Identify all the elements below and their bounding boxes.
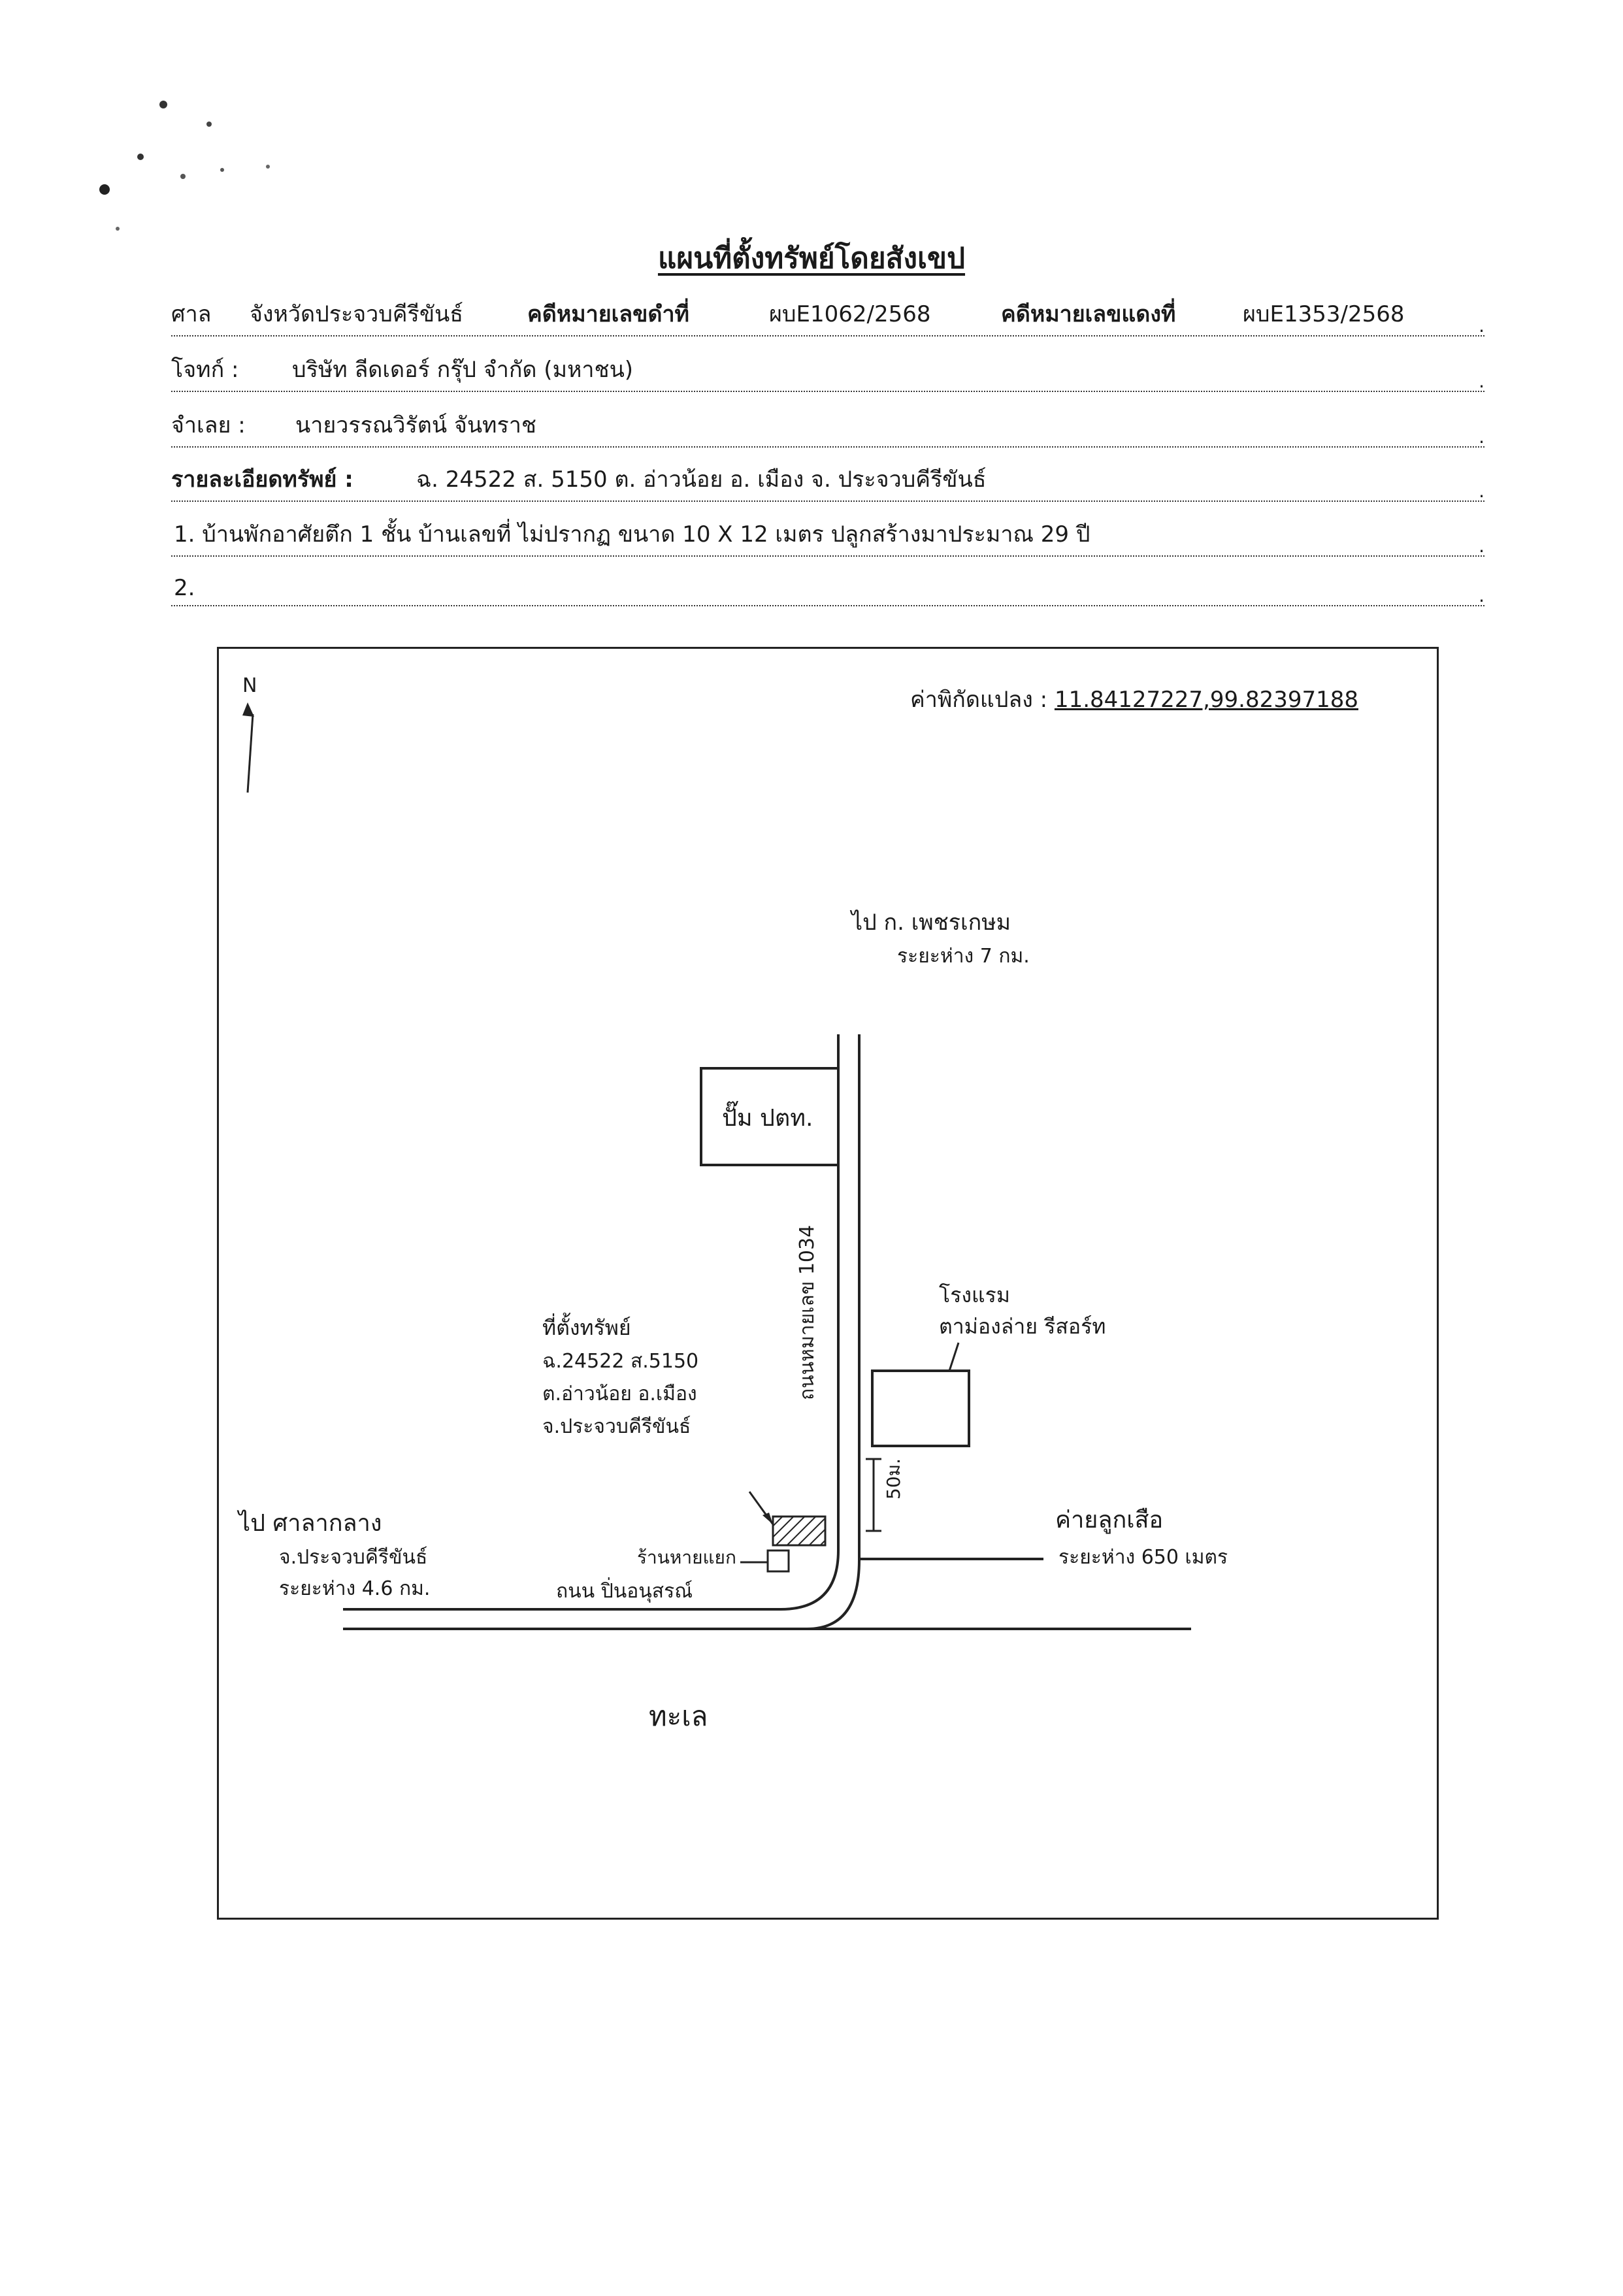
hotel-label-line2: ตาม่องล่าย รีสอร์ท: [939, 1314, 1106, 1339]
to-phetkasem-label: ไป ก. เพชรเกษม: [849, 910, 1011, 936]
item1-value: 1. บ้านพักอาศัยตึก 1 ชั้น บ้านเลขที่ ไม่…: [174, 521, 1090, 548]
north-arrowhead-icon: [242, 702, 254, 717]
road-1034-west-edge: [343, 1034, 840, 1611]
page-title: แผนที่ตั้งทรัพย์โดยสังเขป: [657, 242, 966, 275]
defendant-label: จำเลย :: [171, 412, 246, 438]
distance-50m-label: 50ม.: [883, 1458, 904, 1500]
row-end-mark: .: [1479, 480, 1484, 502]
black-case-value: ผบE1062/2568: [769, 301, 931, 327]
row-end-mark: .: [1479, 370, 1484, 392]
road-1034-label: ถนนหมายเลข 1034: [796, 1225, 819, 1400]
ptt-pump-label: ปั๊ม ปตท.: [722, 1100, 813, 1132]
hotel-box: [871, 1369, 970, 1447]
north-arrow-shaft: [246, 713, 254, 793]
hotel-pointer: [948, 1342, 960, 1371]
north-arrow: N: [242, 674, 257, 793]
to-cityhall-distance: ระยะห่าง 4.6 กม.: [279, 1577, 430, 1600]
ptt-pump-box: [700, 1067, 840, 1166]
property-parcel: [772, 1515, 827, 1547]
plaintiff-value: บริษัท ลีดเดอร์ กรุ๊ป จำกัด (มหาชน): [292, 357, 634, 383]
property-arrowhead-icon: [762, 1513, 773, 1524]
road-1034: [343, 1034, 1191, 1630]
to-cityhall-label: ไป ศาลากลาง: [237, 1509, 382, 1537]
map-drawing: N ปั๊ม ปตท. โรงแรม ตาม่องล่าย รีสอร์ท 50…: [237, 674, 1228, 1732]
north-label: N: [242, 674, 257, 697]
court-value: จังหวัดประจวบคีรีขันธ์: [250, 301, 464, 327]
item2-value: 2.: [174, 575, 195, 601]
defendant-row: จำเลย : นายวรรณวิรัตน์ จันทราช .: [171, 408, 1484, 448]
sketch-map: ค่าพิกัดแปลง : 11.84127227,99.82397188 N…: [217, 647, 1439, 1920]
court-row: ศาล จังหวัดประจวบคีรีขันธ์ คดีหมายเลขดำท…: [171, 297, 1484, 336]
scout-camp-label: ค่ายลูกเสือ: [1055, 1507, 1163, 1534]
coordinate-readout: ค่าพิกัดแปลง : 11.84127227,99.82397188: [910, 681, 1358, 717]
to-cityhall-province: จ.ประจวบคีรีขันธ์: [279, 1546, 427, 1569]
corner-shop-label: ร้านหายแยก: [637, 1547, 736, 1568]
plaintiff-label: โจทก์ :: [171, 357, 239, 383]
item2-row-rule: [171, 605, 1484, 606]
black-case-label: คดีหมายเลขดำที่: [527, 301, 689, 327]
coord-value: 11.84127227,99.82397188: [1054, 687, 1358, 713]
property-loc-line1: ที่ตั้งทรัพย์: [542, 1313, 631, 1340]
item2-row: 2. .: [171, 567, 1484, 606]
road-1034-east-edge: [806, 1034, 1191, 1630]
property-value: ฉ. 24522 ส. 5150 ต. อ่าวน้อย อ. เมือง จ.…: [416, 467, 987, 493]
coord-label: ค่าพิกัดแปลง :: [910, 687, 1048, 713]
red-case-value: ผบE1353/2568: [1243, 301, 1405, 327]
property-row: รายละเอียดทรัพย์ : ฉ. 24522 ส. 5150 ต. อ…: [171, 463, 1484, 502]
defendant-value: นายวรรณวิรัตน์ จันทราช: [295, 412, 536, 438]
item1-row-rule: [171, 555, 1484, 557]
property-label: รายละเอียดทรัพย์ :: [171, 467, 353, 493]
property-loc-line3: ต.อ่าวน้อย อ.เมือง: [542, 1383, 697, 1405]
corner-shop-box: [766, 1549, 790, 1573]
to-phetkasem-distance: ระยะห่าง 7 กม.: [897, 945, 1030, 968]
item1-row: 1. บ้านพักอาศัยตึก 1 ชั้น บ้านเลขที่ ไม่…: [171, 517, 1484, 557]
sea-label: ทะเล: [649, 1700, 708, 1732]
property-row-rule: [171, 500, 1484, 502]
distance-marker: [866, 1458, 881, 1532]
plaintiff-row: โจทก์ : บริษัท ลีดเดอร์ กรุ๊ป จำกัด (มหา…: [171, 353, 1484, 392]
scout-camp-distance: ระยะห่าง 650 เมตร: [1058, 1546, 1228, 1569]
pinnoi-road-label: ถนน ปิ่นอนุสรณ์: [556, 1577, 693, 1603]
row-end-mark: .: [1479, 426, 1484, 448]
property-loc-line4: จ.ประจวบคีรีขันธ์: [542, 1415, 691, 1438]
court-label: ศาล: [171, 301, 212, 327]
defendant-row-rule: [171, 446, 1484, 448]
row-end-mark: .: [1479, 535, 1484, 557]
property-loc-line2: ฉ.24522 ส.5150: [542, 1350, 698, 1373]
scan-specks: [99, 101, 270, 231]
court-row-rule: [171, 335, 1484, 336]
row-end-mark: .: [1479, 585, 1484, 606]
hotel-label-line1: โรงแรม: [939, 1283, 1010, 1307]
plaintiff-row-rule: [171, 391, 1484, 392]
red-case-label: คดีหมายเลขแดงที่: [1001, 301, 1176, 327]
row-end-mark: .: [1479, 315, 1484, 336]
